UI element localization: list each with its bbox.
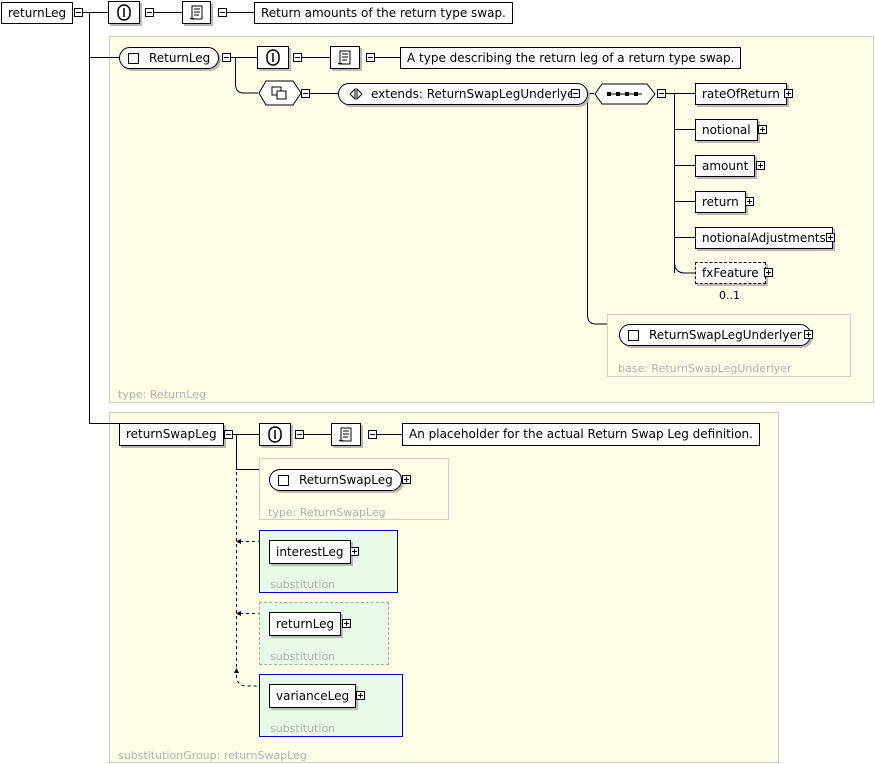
type-caption-returnswapleg: type: ReturnSwapLeg [268,506,386,519]
annotation-icon [108,1,140,24]
extension-label: extends: ReturnSwapLegUnderlyer [371,87,580,101]
returnswapleg-documentation: An placeholder for the actual Return Swa… [402,423,760,446]
collapse-icon[interactable] [295,430,304,439]
annotation-icon [257,46,289,69]
substitution-element-returnleg[interactable]: returnLeg [269,612,342,636]
expand-icon[interactable] [402,475,411,484]
extension-icon [349,86,363,106]
child-element-amount[interactable]: amount [695,155,756,177]
fxfeature-cardinality: 0..1 [719,289,740,302]
substitution-caption-returnleg: substitution [270,650,336,663]
expand-icon[interactable] [784,89,793,98]
expand-icon[interactable] [356,691,365,700]
expand-icon[interactable] [804,330,813,339]
documentation-icon [330,46,360,69]
collapse-icon[interactable] [301,89,310,98]
extension-node[interactable]: extends: ReturnSwapLegUnderlyer [338,83,589,106]
collapse-icon[interactable] [293,53,302,62]
expand-icon[interactable] [826,233,835,242]
returnleg-element[interactable]: returnLeg [1,2,74,24]
returnleg-complex-type[interactable]: ReturnLeg [119,47,220,69]
annotation-icon [259,423,291,446]
child-element-notional[interactable]: notional [695,119,758,141]
returnswapleg-type-name: ReturnSwapLeg [299,473,393,487]
substitution-caption-varianceleg: substitution [270,722,336,735]
complex-type-icon [628,330,639,341]
documentation-icon [331,423,361,446]
expand-icon[interactable] [756,161,765,170]
returnleg-type-name: ReturnLeg [149,51,211,65]
base-type-node[interactable]: ReturnSwapLegUnderlyer [619,324,811,346]
returnleg-documentation: Return amounts of the return type swap. [254,2,513,24]
complex-type-icon [278,475,289,486]
child-element-fxfeature[interactable]: fxFeature [695,262,766,284]
returnswapleg-element[interactable]: returnSwapLeg [119,423,224,446]
collapse-icon[interactable] [657,89,666,98]
substitution-caption-interestleg: substitution [270,578,336,591]
complex-content-icon[interactable] [258,80,302,107]
expand-icon[interactable] [764,268,773,277]
collapse-icon[interactable] [145,8,154,17]
expand-icon[interactable] [350,547,359,556]
collapse-icon[interactable] [366,53,375,62]
complex-type-icon [128,53,139,64]
collapse-icon[interactable] [74,8,83,17]
substitution-element-varianceleg[interactable]: varianceLeg [269,684,357,708]
base-caption: base: ReturnSwapLegUnderlyer [618,362,792,375]
substitution-group-caption: substitutionGroup: returnSwapLeg [118,749,307,762]
collapse-icon[interactable] [222,53,231,62]
base-type-name: ReturnSwapLegUnderlyer [649,328,802,342]
substitution-element-interestleg[interactable]: interestLeg [269,540,351,564]
returnleg-type-documentation: A type describing the return leg of a re… [400,47,742,69]
type-caption-returnleg: type: ReturnLeg [118,388,206,401]
child-element-rateofreturn[interactable]: rateOfReturn [695,83,787,105]
collapse-icon[interactable] [218,8,227,17]
child-element-notionaladjustments[interactable]: notionalAdjustments [695,227,833,249]
sequence-icon[interactable] [594,83,656,105]
expand-icon[interactable] [745,197,754,206]
collapse-icon[interactable] [224,430,233,439]
collapse-icon[interactable] [368,430,377,439]
collapse-icon[interactable] [571,89,580,98]
child-element-return[interactable]: return [695,191,746,213]
documentation-icon [182,1,211,24]
returnswapleg-type-node[interactable]: ReturnSwapLeg [269,469,402,491]
expand-icon[interactable] [758,125,767,134]
expand-icon[interactable] [342,619,351,628]
